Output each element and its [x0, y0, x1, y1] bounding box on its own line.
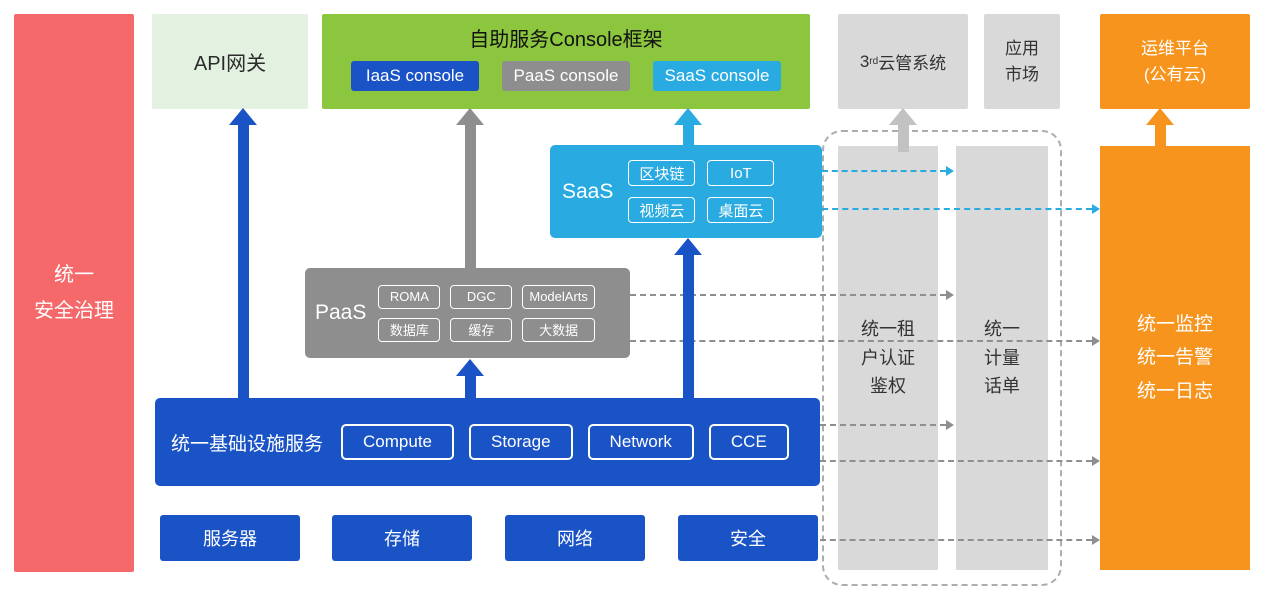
security-governance-bar: 统一 安全治理 [14, 14, 134, 572]
shared-services-dashed-container [822, 130, 1062, 586]
saas-block: SaaS 区块链 IoT 视频云 桌面云 [550, 145, 822, 238]
arrow-shaft [464, 125, 476, 268]
saas-chip-desktop-cloud: 桌面云 [707, 197, 775, 223]
paas-chips: ROMA DGC ModelArts 数据库 缓存 大数据 [378, 284, 595, 342]
iaas-console-box: IaaS console [351, 61, 479, 91]
paas-block: PaaS ROMA DGC ModelArts 数据库 缓存 大数据 [305, 268, 630, 358]
paas-chip-modelarts: ModelArts [522, 284, 595, 309]
connector-infra-to-monitoring [820, 456, 1100, 466]
metering-bar: 统一 计量 话单 [956, 146, 1048, 570]
arrow-shaft [897, 125, 909, 152]
arrow-to-third-party [889, 108, 917, 152]
infrastructure-services-block: 统一基础设施服务 Compute Storage Network CCE [155, 398, 820, 486]
third-party-superscript: rd [869, 56, 879, 67]
third-party-prefix: 3 [859, 51, 870, 71]
arrow-infra-to-api-gateway [229, 108, 257, 398]
arrow-head [674, 238, 702, 255]
arrow-saas-to-console [674, 108, 702, 145]
arrow-shaft [682, 125, 694, 145]
saas-console-box: SaaS console [653, 61, 781, 91]
connector-paas-to-metering [630, 290, 954, 300]
paas-chip-roma: ROMA [378, 284, 441, 309]
arrow-paas-to-console [456, 108, 484, 268]
connector-security-to-monitoring [820, 535, 1100, 545]
connector-infra-to-metering [820, 420, 954, 430]
console-framework-box: 自助服务Console框架 IaaS console PaaS console … [322, 14, 810, 109]
paas-chip-dgc: DGC [450, 284, 513, 309]
paas-chip-cache: 缓存 [450, 317, 513, 342]
console-row: IaaS console PaaS console SaaS console [322, 61, 810, 91]
arrow-infra-to-saas [674, 238, 702, 398]
arrow-head [456, 359, 484, 376]
arrow-head [456, 108, 484, 125]
third-party-rest: 云管系统 [878, 54, 947, 73]
arrow-head [889, 108, 917, 125]
saas-chip-video-cloud: 视频云 [628, 197, 696, 223]
arrow-head [674, 108, 702, 125]
arrow-head [229, 108, 257, 125]
arrow-shaft [237, 125, 249, 398]
storage-box: 存储 [332, 515, 472, 561]
security-box: 安全 [678, 515, 818, 561]
saas-label: SaaS [562, 179, 614, 203]
arrow-infra-to-paas [456, 359, 484, 398]
paas-chip-bigdata: 大数据 [522, 317, 595, 342]
infrastructure-chips: Compute Storage Network CCE [341, 424, 789, 460]
infra-chip-network: Network [587, 424, 694, 460]
ops-platform-box: 运维平台 (公有云) [1100, 14, 1250, 109]
arrow-head [1146, 108, 1174, 125]
monitoring-bar: 统一监控 统一告警 统一日志 [1100, 146, 1250, 570]
saas-chip-blockchain: 区块链 [628, 160, 696, 186]
network-box: 网络 [505, 515, 645, 561]
api-gateway-box: API网关 [152, 14, 308, 109]
connector-saas-to-monitoring [822, 204, 1100, 214]
infra-chip-storage: Storage [469, 424, 573, 460]
app-market-box: 应用 市场 [984, 14, 1060, 109]
paas-chip-database: 数据库 [378, 317, 441, 342]
connector-saas-to-metering [822, 166, 954, 176]
server-box: 服务器 [160, 515, 300, 561]
infra-chip-compute: Compute [341, 424, 454, 460]
arrow-shaft [1154, 125, 1166, 146]
arrow-shaft [682, 255, 694, 398]
saas-chip-iot: IoT [707, 160, 775, 186]
arrow-shaft [464, 376, 476, 398]
paas-console-box: PaaS console [502, 61, 630, 91]
infra-chip-cce: CCE [708, 424, 789, 460]
connector-paas-to-monitoring [630, 336, 1100, 346]
arrow-to-ops-platform [1146, 108, 1174, 146]
saas-chips: 区块链 IoT 视频云 桌面云 [628, 160, 775, 223]
tenant-auth-bar: 统一租 户认证 鉴权 [838, 146, 938, 570]
console-framework-title: 自助服务Console框架 [469, 29, 663, 51]
infrastructure-label: 统一基础设施服务 [171, 433, 324, 455]
paas-label: PaaS [315, 301, 367, 324]
